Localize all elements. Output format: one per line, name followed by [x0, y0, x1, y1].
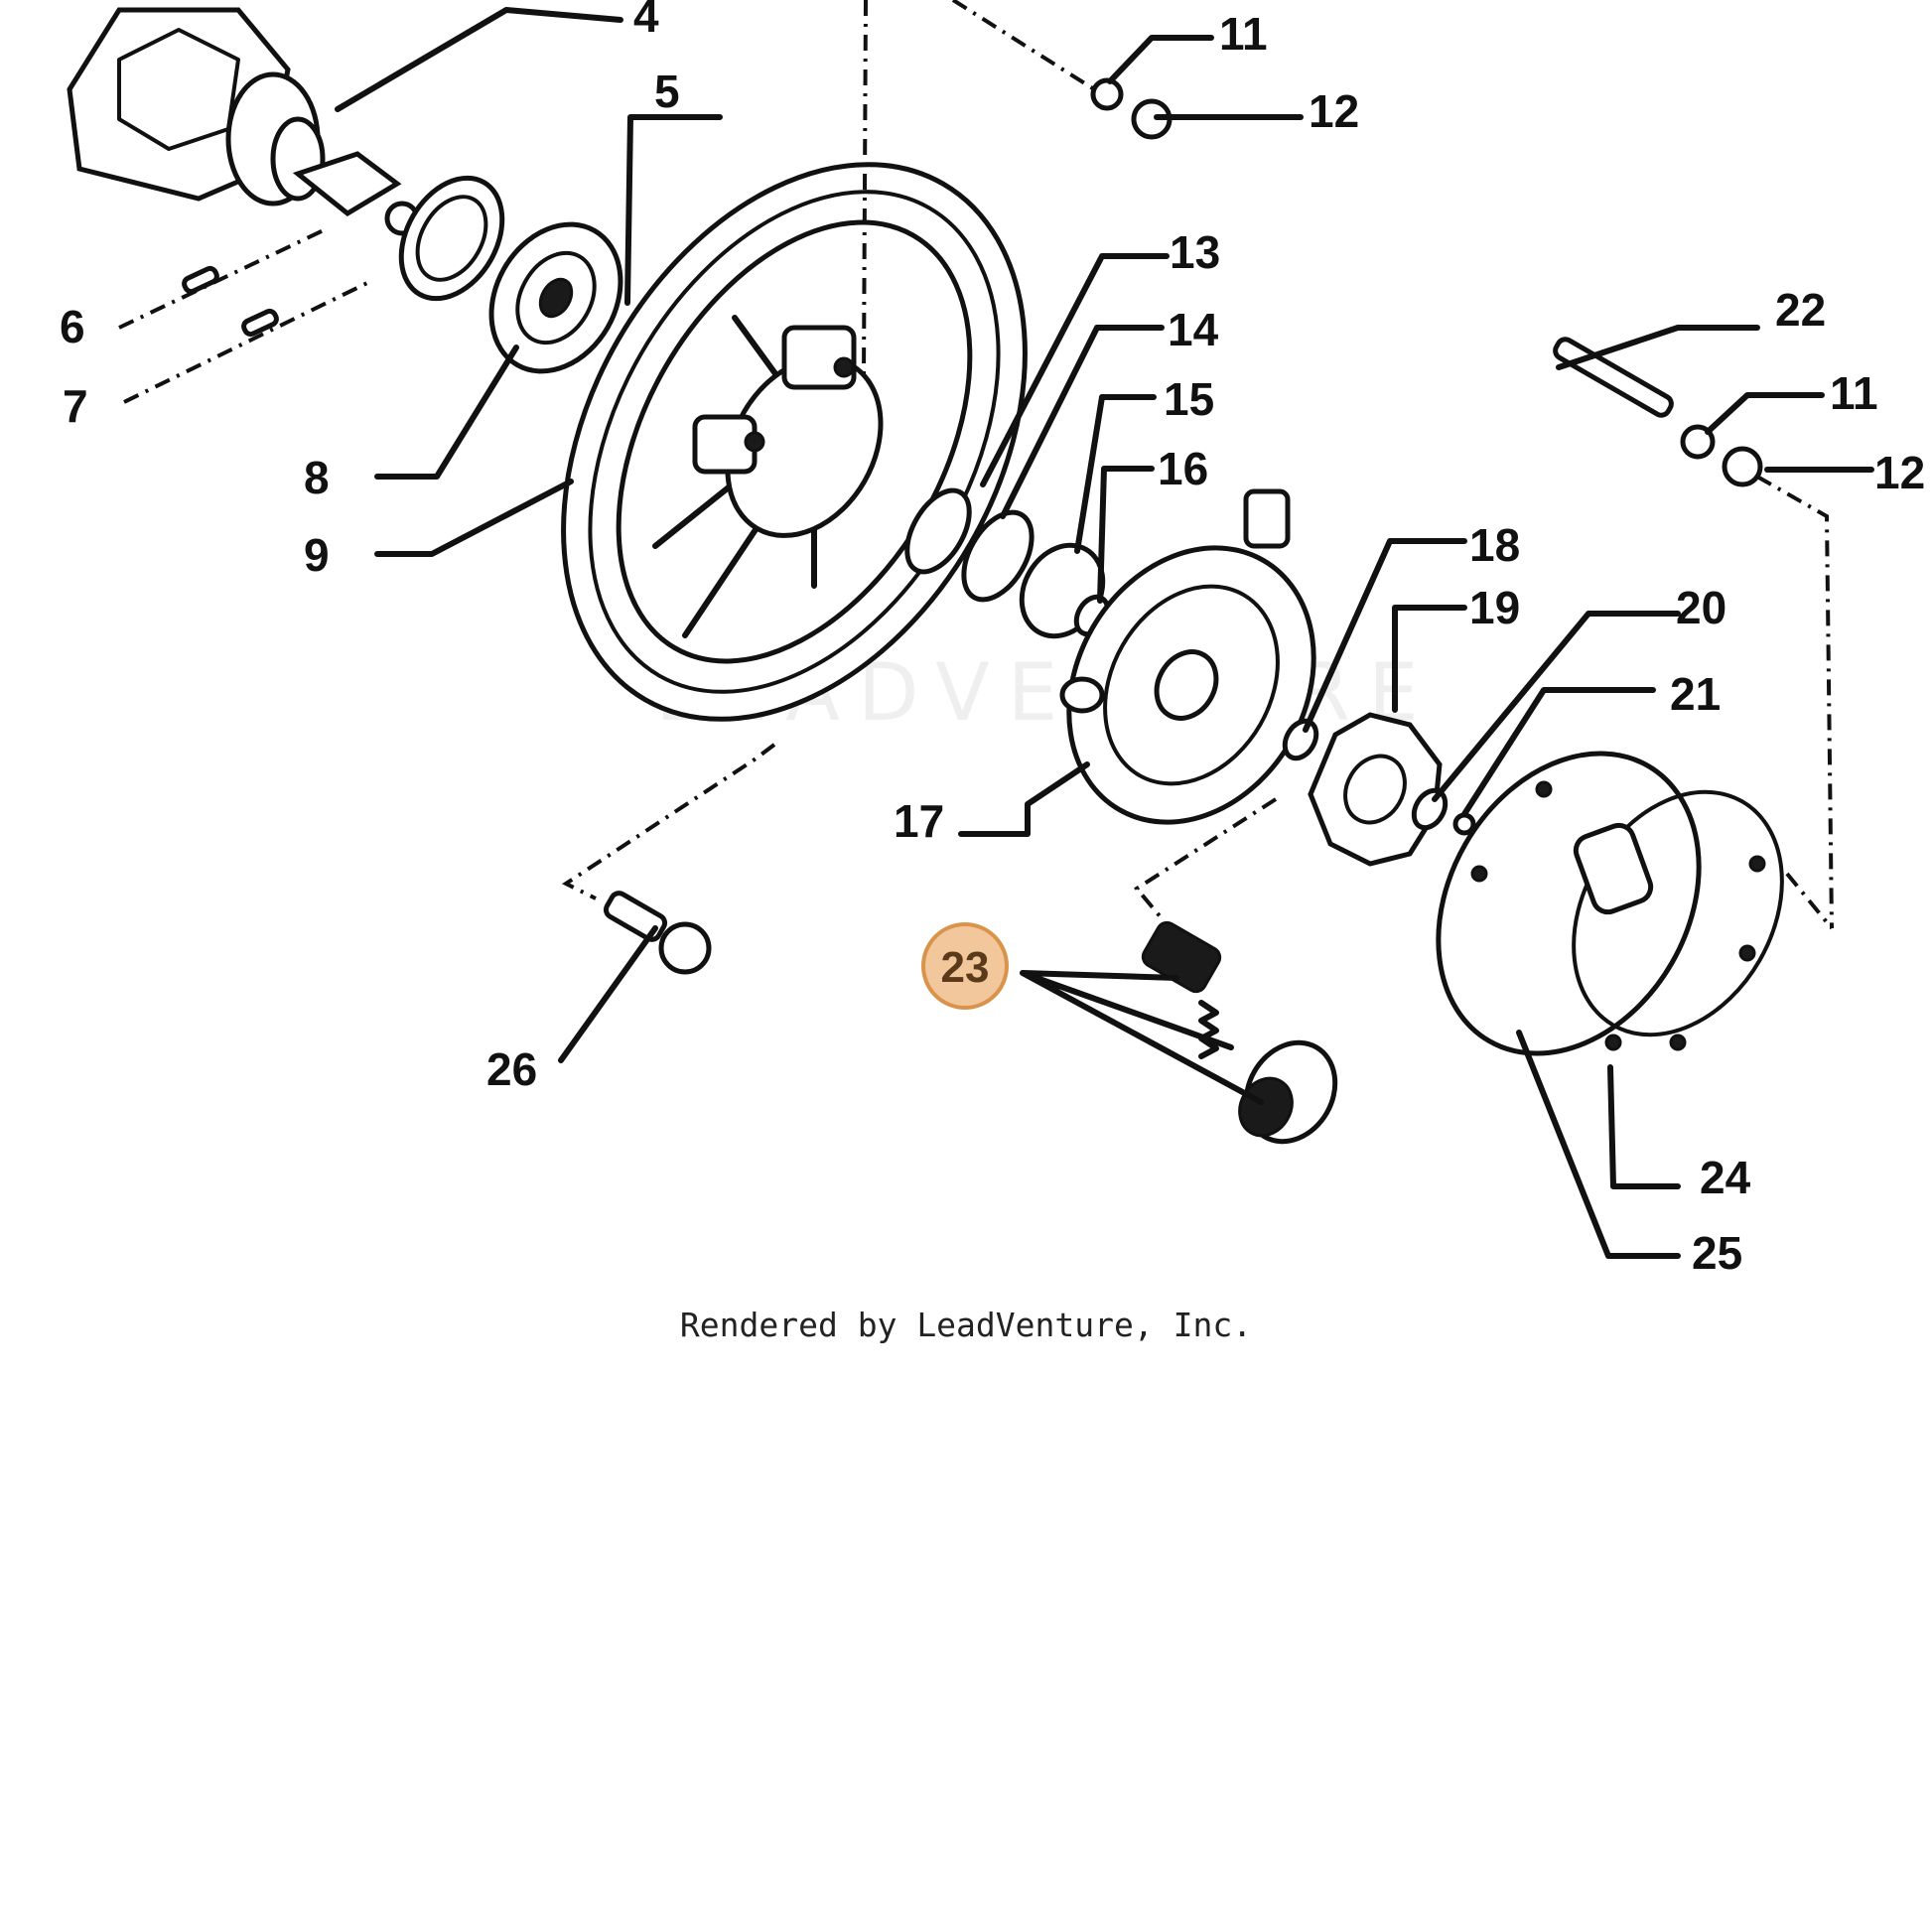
callout-19: 19 — [1469, 582, 1520, 633]
pin-6-leader — [118, 226, 329, 330]
pin-7-leader — [123, 281, 368, 404]
hotspot-23[interactable]: 23 — [921, 922, 1009, 1010]
pin-7-part — [241, 308, 279, 338]
callout-11-top: 11 — [1219, 8, 1268, 60]
callout-labels: 4 5 6 7 8 9 11 12 13 14 15 16 17 18 19 2… — [60, 0, 1925, 1279]
render-credit: Rendered by LeadVenture, Inc. — [679, 1306, 1253, 1344]
seal-ring-part — [398, 175, 505, 302]
callout-15: 15 — [1164, 373, 1214, 425]
spring-assembly-23-part — [1134, 797, 1338, 1145]
callout-6: 6 — [60, 301, 85, 352]
callout-22: 22 — [1775, 284, 1826, 336]
hotspot-23-marker[interactable] — [921, 922, 1009, 1010]
callout-24: 24 — [1700, 1152, 1751, 1203]
callout-16: 16 — [1158, 443, 1208, 494]
seal-14-part — [961, 509, 1035, 603]
callout-13: 13 — [1170, 226, 1220, 278]
bolt-26-part — [562, 743, 776, 975]
wheel-part — [561, 162, 1028, 722]
callout-11-right: 11 — [1830, 367, 1878, 419]
callout-20: 20 — [1676, 582, 1726, 633]
leader-lines — [335, 7, 1874, 1259]
callout-17: 17 — [894, 795, 944, 847]
bolt-11-top-part — [951, 0, 1173, 140]
callout-21: 21 — [1670, 668, 1721, 720]
hotspot-23-label[interactable]: 23 — [941, 943, 990, 992]
callout-8: 8 — [304, 452, 330, 503]
hub-17-part — [1059, 488, 1316, 825]
pin-21-part — [1452, 812, 1476, 836]
wheel-axis-leader — [862, 0, 868, 378]
pin-6-part — [182, 265, 219, 295]
callout-12-top: 12 — [1309, 85, 1359, 137]
callout-18: 18 — [1469, 519, 1520, 571]
callout-14: 14 — [1168, 304, 1219, 355]
callout-12-right: 12 — [1874, 447, 1925, 498]
cover-24-part — [1436, 751, 1784, 1056]
bearing-part — [488, 221, 623, 374]
callout-5: 5 — [654, 66, 680, 117]
callout-26: 26 — [486, 1043, 537, 1095]
callout-25: 25 — [1692, 1227, 1742, 1279]
callout-9: 9 — [304, 529, 330, 581]
spacer-13-part — [904, 487, 972, 575]
gear-housing-part — [67, 7, 420, 236]
callout-4: 4 — [633, 0, 659, 42]
callout-7: 7 — [63, 380, 88, 432]
